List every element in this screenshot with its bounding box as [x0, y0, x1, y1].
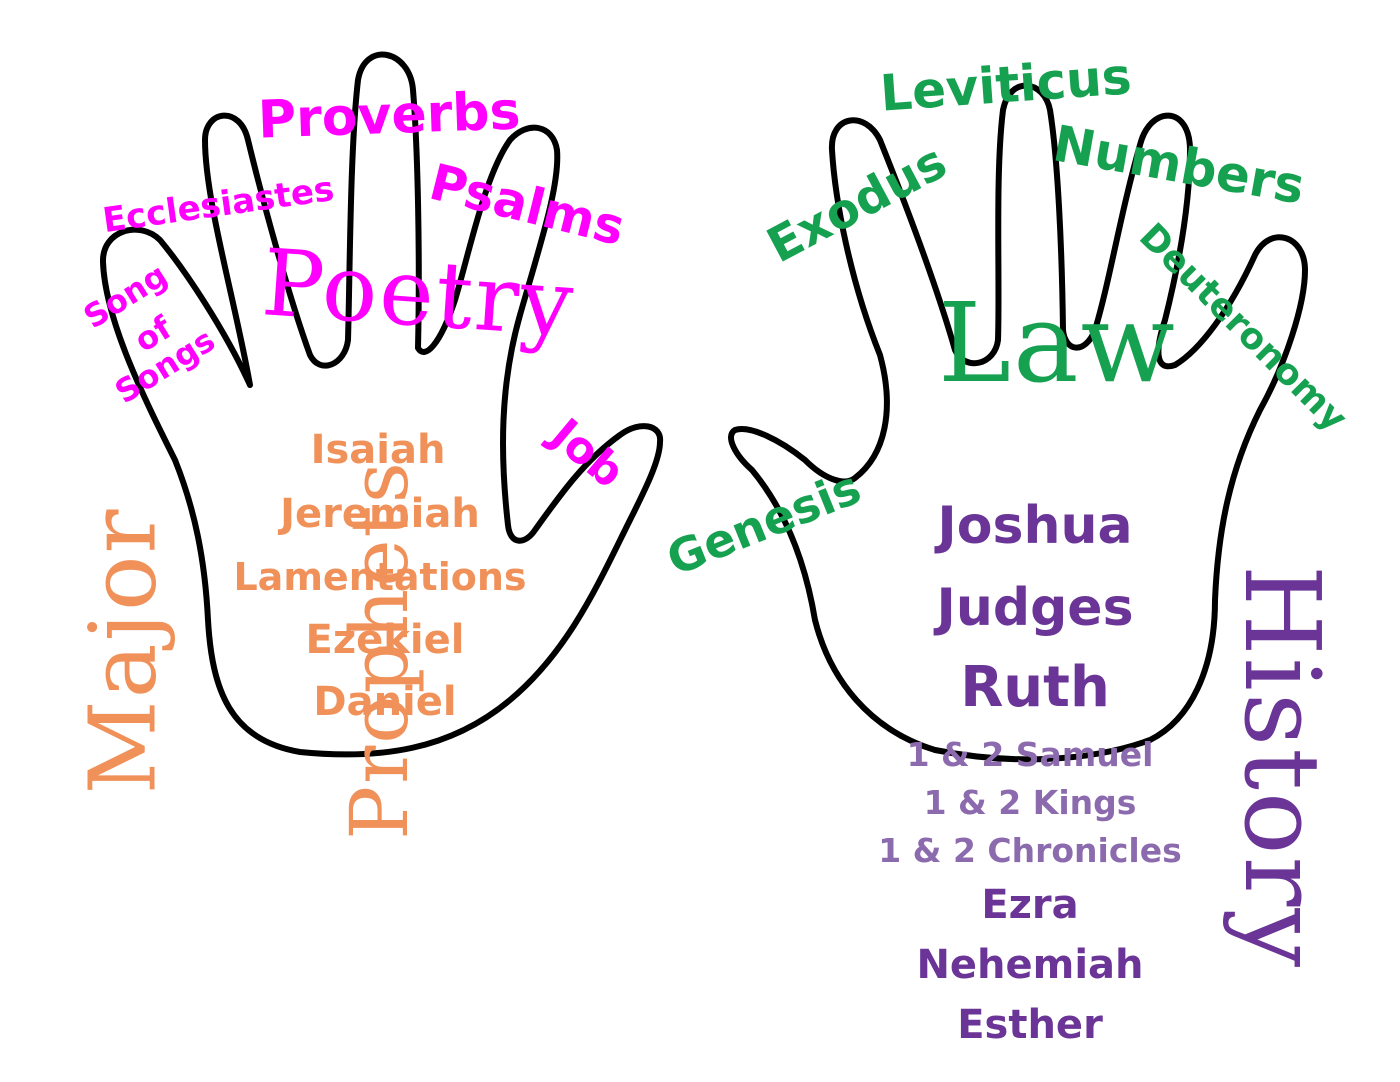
book-isaiah: Isaiah — [310, 427, 446, 473]
book-ezra: Ezra — [981, 882, 1079, 928]
book-ruth: Ruth — [960, 655, 1110, 720]
book-judges: Judges — [936, 578, 1134, 638]
book-joshua: Joshua — [937, 496, 1133, 556]
category-major: Major — [69, 507, 177, 795]
book-samuel: 1 & 2 Samuel — [906, 735, 1154, 774]
book-nehemiah: Nehemiah — [916, 942, 1144, 988]
category-poetry: Poetry — [258, 229, 579, 358]
book-lamentations: Lamentations — [233, 555, 527, 599]
book-esther: Esther — [957, 1002, 1103, 1048]
left-hand-outline — [99, 51, 664, 758]
book-kings: 1 & 2 Kings — [923, 783, 1137, 822]
book-daniel: Daniel — [313, 679, 457, 725]
category-history: History — [1221, 564, 1344, 970]
book-jeremiah: Jeremiah — [280, 491, 480, 537]
book-proverbs: Proverbs — [257, 81, 522, 151]
book-ezekiel: Ezekiel — [305, 617, 465, 663]
right-hand-outline — [728, 82, 1308, 763]
category-law: Law — [938, 279, 1177, 407]
book-chronicles: 1 & 2 Chronicles — [878, 831, 1182, 870]
